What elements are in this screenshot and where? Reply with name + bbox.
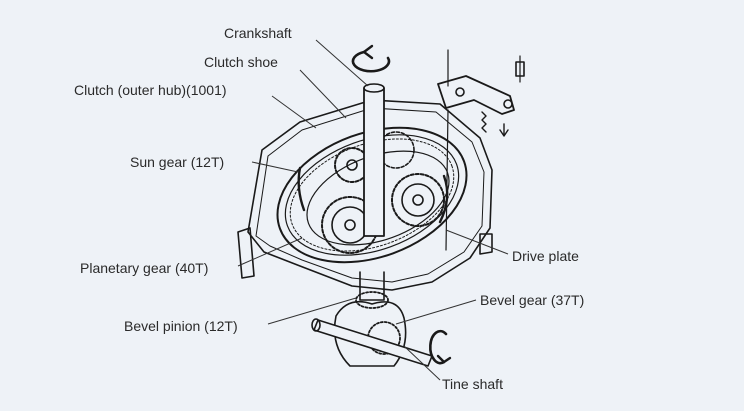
housing-outline-inner [255,107,485,283]
crankshaft-rotation-arrow [351,50,391,73]
lever-arrow-down [499,123,509,137]
label-drive-plate: Drive plate [512,248,579,264]
planetary-gear-left-inner [331,206,369,244]
planetary-gear-left-hub [344,219,356,231]
clutch-shoe-left [297,166,306,212]
label-clutch-outer-hub: Clutch (outer hub)(1001) [74,82,227,98]
label-tine-shaft: Tine shaft [442,376,503,392]
lower-shaft [359,271,385,301]
leader-bevel-gear [395,299,477,325]
planetary-gear-right-hub [412,194,424,206]
cable-end [515,61,525,77]
lever-pivot [455,87,465,97]
label-bevel-pinion: Bevel pinion (12T) [124,318,238,334]
tine-shaft-end [311,318,321,332]
tine-rotation-arrow [429,329,448,365]
lever-end [503,99,513,109]
planetary-gear-right [391,173,445,227]
housing-left-flange [237,227,255,279]
internal-teeth-ring [289,138,455,252]
label-sun-gear: Sun gear (12T) [130,154,225,170]
leader-crankshaft [315,39,369,87]
clutch-outer-hub [276,126,468,264]
crankshaft [363,87,385,237]
tine-shaft [313,319,433,367]
housing-right-bracket [479,233,493,255]
housing-outline [247,99,493,291]
label-bevel-gear: Bevel gear (37T) [480,292,585,308]
leader-tine-shaft [403,345,441,381]
sun-gear-hub [346,159,358,171]
label-planetary-gear: Planetary gear (40T) [80,260,209,276]
leader-clutch-shoe [299,69,347,119]
lever-rod [445,109,449,251]
return-spring [481,111,487,133]
leader-clutch-outer-hub [271,95,317,129]
clutch-outer-hub-inner [284,134,460,256]
planetary-gear-right-inner [401,183,435,217]
bevel-housing [333,300,407,367]
bevel-pinion [355,291,389,309]
label-clutch-shoe: Clutch shoe [204,54,278,70]
leader-sun-gear [251,161,299,173]
leader-drive-plate [445,229,509,255]
crankshaft-top [363,83,385,93]
label-crankshaft: Crankshaft [224,25,292,41]
leader-planetary-gear [237,237,303,267]
lever-arm [437,75,515,115]
leader-bevel-pinion [267,297,357,325]
